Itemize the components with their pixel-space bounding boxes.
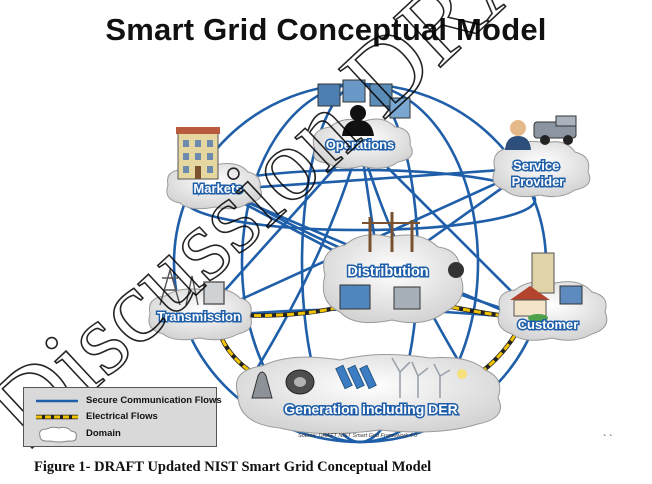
comm-link [199,139,361,319]
houses-icon [510,252,583,322]
technician-truck-icon [505,115,577,150]
electrical-line-icon [36,414,78,420]
control-room-icon [317,79,411,136]
cloud-transmission [148,288,252,341]
source-note: Source: DRAFT NIST Smart Grid Framework … [298,433,418,439]
domain-label-customer: Customer [518,317,579,332]
comm-link [217,166,531,192]
legend-item-electrical: Electrical Flows [24,408,216,426]
domain-label-transmission: Transmission [157,309,241,324]
stray-marks: ` ` [603,434,613,445]
domain-label-markets: Markets [193,181,242,196]
legend-label: Secure Communication Flows [86,395,222,406]
figure-caption: Figure 1- DRAFT Updated NIST Smart Grid … [34,459,432,475]
substation-icon [339,212,464,310]
domain-label-generation: Generation including DER [284,401,457,417]
cloud-generation [236,353,501,435]
legend-item-domain: Domain [24,425,216,443]
power-plant-icon [251,357,467,399]
legend-item-communication: Secure Communication Flows [24,392,222,410]
domain-label-service-provider: Service Provider [512,158,565,189]
legend-label: Domain [86,428,121,439]
cloud-icon [39,426,77,443]
legend-label: Electrical Flows [86,411,158,422]
building-icon [176,127,220,180]
legend: Secure Communication Flows Electrical Fl… [23,387,222,447]
domain-label-distribution: Distribution [347,264,428,280]
cloud-operations [312,118,413,169]
transmission-tower-icon [159,267,225,306]
diagram-title: Smart Grid Conceptual Model [105,12,547,47]
communication-line-icon [36,399,78,403]
domain-label-operations: Operations [326,137,395,152]
comm-link [359,139,541,321]
